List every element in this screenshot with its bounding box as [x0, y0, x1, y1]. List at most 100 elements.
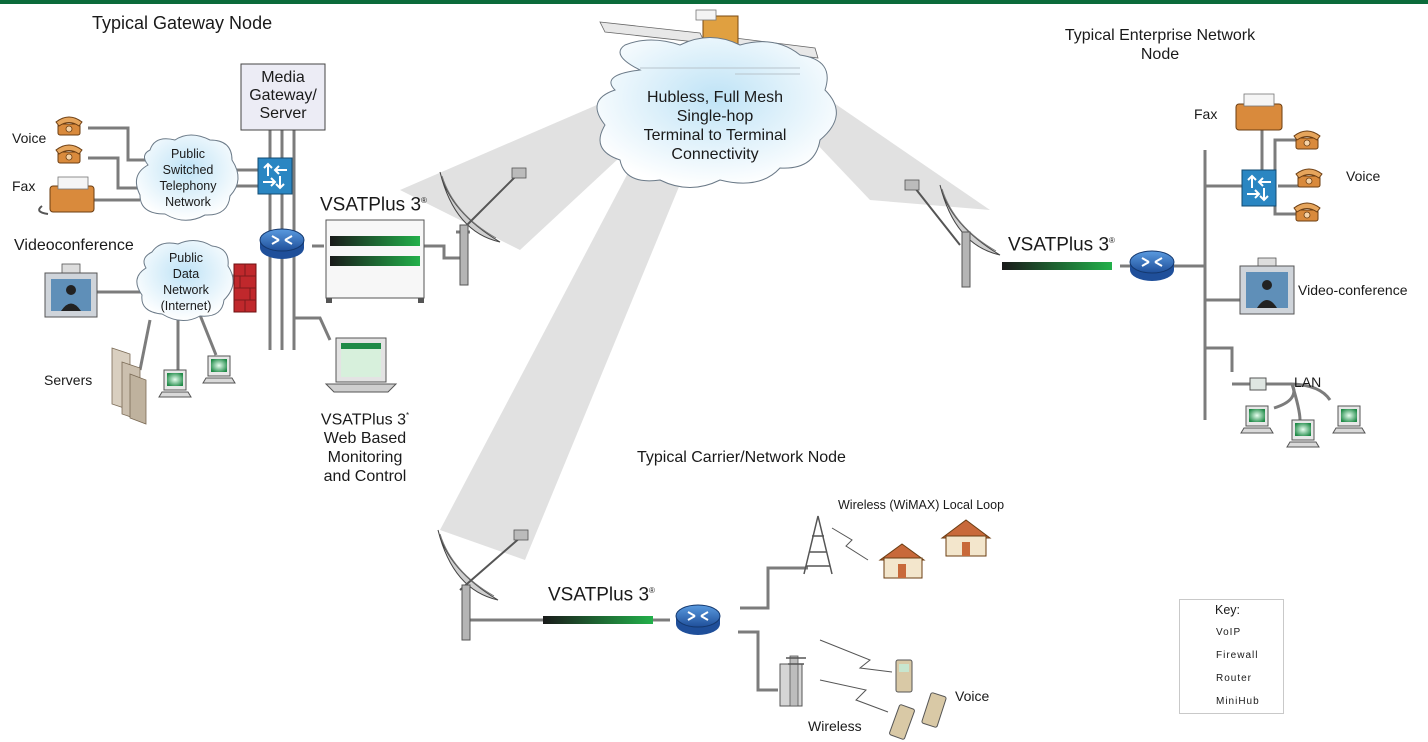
key-title: Key: [1215, 603, 1241, 617]
gateway-voice-label: Voice [12, 130, 47, 146]
house-icon [878, 543, 926, 579]
computer-icon [202, 355, 236, 384]
carrier-voice-label: Voice [955, 688, 990, 704]
gateway-product-label: VSATPlus 3® [320, 190, 427, 216]
voice-phone-icon [1295, 168, 1323, 188]
web-monitoring-label: VSATPlus 3* Web Based Monitoring and Con… [300, 406, 430, 486]
router-icon [259, 228, 305, 260]
product-mark-small: * [405, 411, 410, 420]
product-name: VSATPlus 3 [548, 584, 650, 606]
pdn-label: Public Data Network (Internet) [142, 250, 230, 314]
cloud-caption-line3: Terminal to Terminal [643, 127, 787, 144]
pdn-label-line4: (Internet) [160, 299, 212, 313]
enterprise-product-label: VSATPlus 3® [1008, 230, 1115, 256]
cloud-caption: Hubless, Full Mesh Single-hop Terminal t… [620, 88, 810, 164]
web-monitoring-product: VSATPlus 3 [320, 411, 406, 429]
product-name: VSATPlus 3 [320, 194, 422, 216]
router-icon [1129, 250, 1175, 282]
satellite-dish-icon [439, 167, 527, 286]
registered-mark: ® [649, 586, 655, 595]
voice-phone-icon [1293, 202, 1321, 222]
key-item-minihub: MiniHub [1216, 696, 1260, 707]
enterprise-videoconference-icon [1239, 257, 1295, 315]
carrier-product-label: VSATPlus 3® [548, 580, 655, 606]
web-monitoring-line2: Web Based [323, 430, 407, 448]
carrier-node-title: Typical Carrier/Network Node [637, 449, 846, 466]
voice-phone-icon [1293, 130, 1321, 150]
product-name: VSATPlus 3 [1008, 234, 1110, 256]
mobile-phone-icon [921, 692, 947, 728]
enterprise-node-title: Typical Enterprise Network Node [1040, 26, 1280, 64]
cloud-caption-line1: Hubless, Full Mesh [646, 89, 784, 106]
enterprise-video-label: Video-conference [1298, 282, 1408, 298]
web-monitoring-line3: Monitoring [327, 449, 403, 467]
computer-icon [158, 369, 192, 398]
house-icon [940, 519, 992, 557]
lan-label: LAN [1294, 374, 1322, 390]
satellite-dish-icon [904, 179, 1001, 288]
pdn-label-line2: Data [172, 267, 200, 281]
pstn-label: Public Switched Telephony Network [142, 146, 234, 210]
pstn-label-line3: Telephony [159, 179, 217, 193]
key-item-router: Router [1216, 673, 1253, 684]
laptop-icon [324, 337, 398, 393]
mobile-phone-icon [889, 704, 915, 740]
enterprise-node-title-line2: Node [1140, 46, 1180, 63]
cloud-caption-line2: Single-hop [676, 108, 754, 125]
web-monitoring-line4: and Control [323, 468, 407, 486]
videoconference-icon [44, 263, 98, 318]
pstn-label-line2: Switched [162, 163, 214, 177]
web-monitoring-line1: VSATPlus 3* [300, 406, 430, 429]
media-gateway-line2: Gateway/ [249, 87, 317, 104]
media-gateway-line1: Media [261, 69, 305, 86]
carrier-wireless-label: Wireless [808, 718, 862, 734]
mobile-phone-icon [895, 659, 913, 693]
firewall-icon [233, 263, 257, 313]
key-item-firewall: Firewall [1216, 650, 1259, 661]
pdn-label-line1: Public [168, 251, 204, 265]
pstn-label-line4: Network [165, 195, 211, 209]
media-gateway-line3: Server [259, 105, 307, 122]
key-item-voip: VoIP [1216, 627, 1242, 638]
pstn-label-line1: Public [170, 147, 206, 161]
enterprise-voice-label: Voice [1346, 168, 1381, 184]
enterprise-terminal [1002, 262, 1112, 270]
registered-mark: ® [421, 196, 427, 205]
pstn-cloud-graphic [135, 134, 239, 221]
wimax-tower-icon [803, 515, 869, 575]
media-gateway-label: Media Gateway/ Server [241, 69, 325, 123]
gateway-node-title: Typical Gateway Node [92, 13, 273, 33]
cloud-caption-line4: Connectivity [671, 146, 759, 163]
vsat-terminal-rack [325, 219, 425, 303]
gateway-fax-label: Fax [12, 178, 36, 194]
gateway-videoconference-label: Videoconference [14, 237, 134, 254]
pdn-cloud-graphic [136, 240, 234, 321]
media-gateway-box [240, 63, 326, 131]
carrier-terminal [543, 616, 653, 624]
voip-switch-icon [1241, 169, 1277, 207]
servers-label: Servers [44, 372, 93, 388]
legend-key: Key: VoIP Firewall Router MiniHub [1179, 599, 1284, 714]
satellite-dish-icon [437, 529, 529, 641]
minihub-icon [1249, 377, 1267, 391]
voice-phone-icon [55, 116, 83, 136]
servers-icon [111, 347, 147, 425]
enterprise-node-title-line1: Typical Enterprise Network [1064, 27, 1256, 44]
wimax-label: Wireless (WiMAX) Local Loop [838, 498, 1005, 512]
registered-mark: ® [1109, 236, 1115, 245]
cell-base-station-icon [779, 655, 806, 707]
enterprise-fax-label: Fax [1194, 106, 1218, 122]
fax-icon [38, 176, 95, 215]
pdn-label-line3: Network [163, 283, 209, 297]
computer-icon [1332, 405, 1366, 434]
computer-icon [1286, 419, 1320, 448]
enterprise-fax-icon [1235, 93, 1283, 131]
voip-switch-icon [257, 157, 293, 195]
voice-phone-icon [55, 144, 83, 164]
mesh-cloud-graphic [596, 37, 837, 188]
router-icon [675, 604, 721, 636]
computer-icon [1240, 405, 1274, 434]
carrier-links [470, 566, 808, 692]
